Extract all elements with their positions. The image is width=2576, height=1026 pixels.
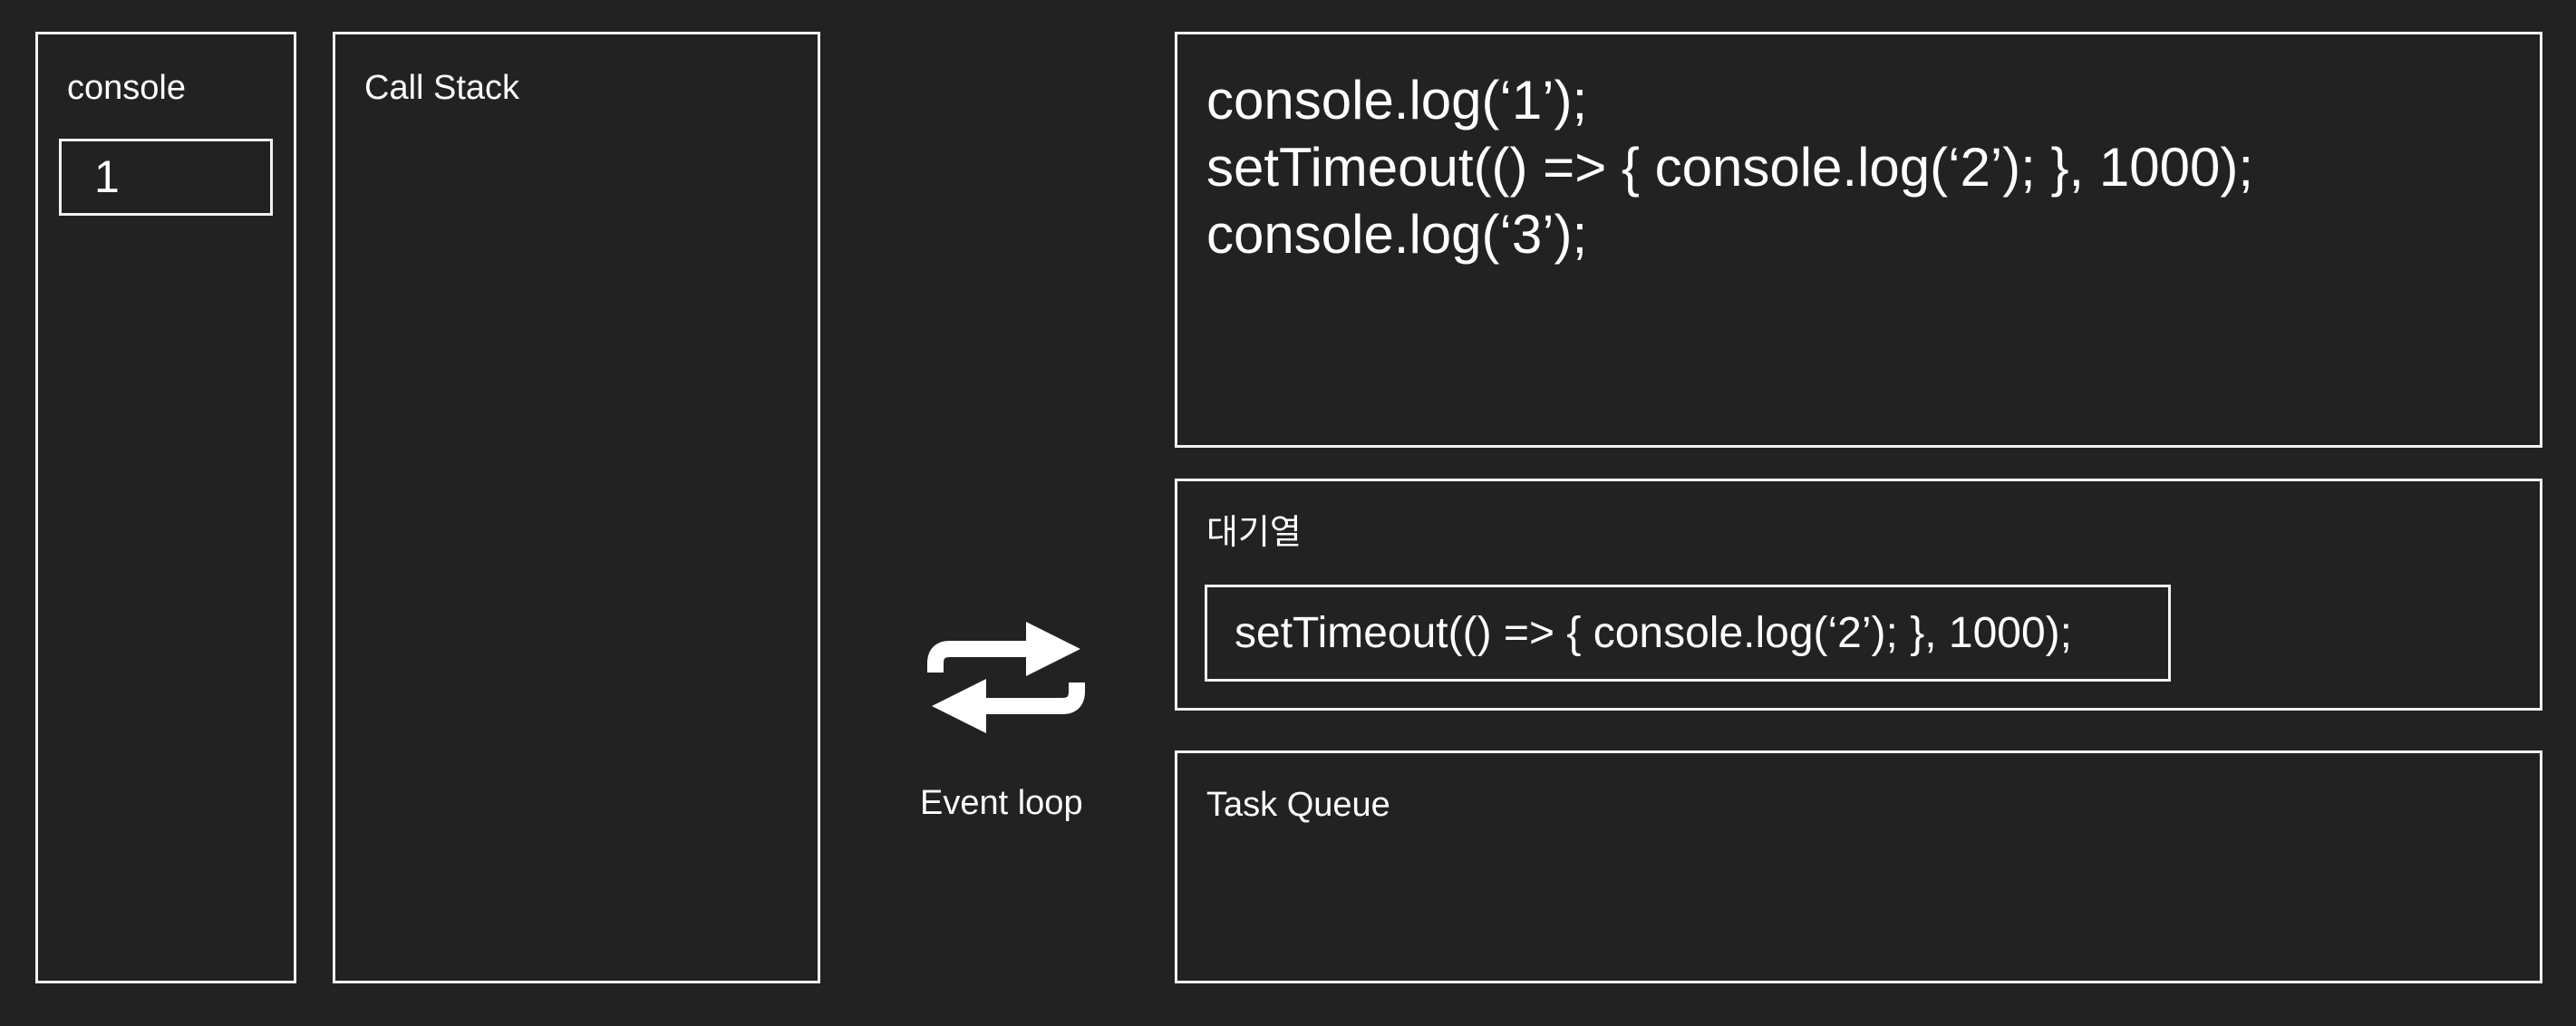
code-line: console.log(‘1’);: [1206, 70, 1588, 131]
task-queue-title: Task Queue: [1206, 786, 1390, 824]
console-panel: console 1: [35, 32, 296, 983]
task-queue-panel: Task Queue: [1175, 750, 2542, 983]
code-block: console.log(‘1’); setTimeout(() => { con…: [1206, 67, 2253, 268]
console-title: console: [67, 69, 186, 107]
event-loop-label: Event loop: [920, 784, 1083, 822]
code-line: console.log(‘3’);: [1206, 204, 1588, 265]
code-panel: console.log(‘1’); setTimeout(() => { con…: [1175, 32, 2542, 448]
console-output-item: 1: [59, 139, 273, 216]
call-stack-title: Call Stack: [364, 69, 520, 107]
code-line: setTimeout(() => { console.log(‘2’); }, …: [1206, 137, 2253, 198]
waiting-queue-panel: 대기열 setTimeout(() => { console.log(‘2’);…: [1175, 479, 2542, 711]
repeat-arrows-icon: [927, 622, 1085, 733]
waiting-queue-title: 대기열: [1206, 514, 1302, 552]
waiting-queue-item: setTimeout(() => { console.log(‘2’); }, …: [1205, 585, 2171, 682]
call-stack-panel: Call Stack: [333, 32, 820, 983]
